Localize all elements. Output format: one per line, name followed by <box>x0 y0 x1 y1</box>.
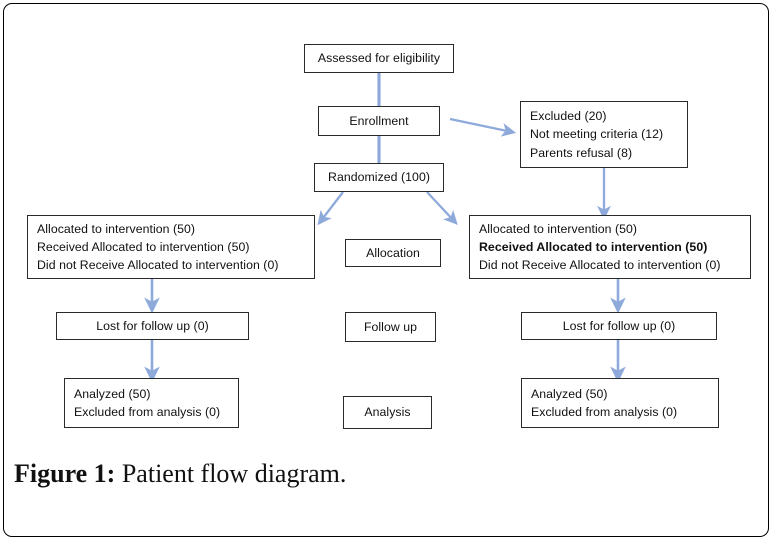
stage-label-followup: Follow up <box>345 312 436 342</box>
node-allocation-left: Allocated to intervention (50) Received … <box>27 215 315 279</box>
analysis-right-line-2: Excluded from analysis (0) <box>531 405 678 419</box>
node-excluded-line-2: Not meeting criteria (12) <box>530 127 664 142</box>
stage-analysis-label: Analysis <box>364 405 411 420</box>
page-border <box>3 3 769 537</box>
node-randomized-label: Randomized (100) <box>328 170 430 185</box>
allocation-right-line-2: Received Allocated to intervention (50) <box>479 239 708 254</box>
allocation-right-line-3: Did not Receive Allocated to interventio… <box>479 258 721 273</box>
followup-left-label: Lost for follow up (0) <box>96 318 209 333</box>
node-excluded-line-1: Excluded (20) <box>530 109 607 124</box>
node-randomized: Randomized (100) <box>314 163 444 192</box>
stage-followup-label: Follow up <box>363 319 418 334</box>
analysis-left-line-2: Excluded from analysis (0) <box>74 405 221 419</box>
stage-allocation-label: Allocation <box>366 245 420 260</box>
node-assessed-for-eligibility: Assessed for eligibility <box>304 44 454 73</box>
allocation-left-line-3: Did not Receive Allocated to interventio… <box>37 258 279 273</box>
node-excluded: Excluded (20) Not meeting criteria (12) … <box>520 101 688 168</box>
node-enrollment: Enrollment <box>318 106 440 136</box>
analysis-left-line-1: Analyzed (50) <box>74 386 151 401</box>
node-excluded-line-3: Parents refusal (8) <box>530 145 633 160</box>
connector-enrollment-to-excluded <box>449 117 517 137</box>
allocation-left-line-2: Received Allocated to intervention (50) <box>37 239 250 254</box>
allocation-right-line-1: Allocated to intervention (50) <box>479 221 638 236</box>
node-followup-right: Lost for follow up (0) <box>521 312 717 340</box>
analysis-right-line-1: Analyzed (50) <box>531 386 608 401</box>
node-enrollment-label: Enrollment <box>349 113 409 128</box>
node-followup-left: Lost for follow up (0) <box>56 312 249 340</box>
allocation-left-line-1: Allocated to intervention (50) <box>37 221 196 236</box>
figure-caption-label: Figure 1: <box>14 459 116 488</box>
node-analysis-right: Analyzed (50) Excluded from analysis (0) <box>521 378 719 428</box>
stage-label-allocation: Allocation <box>345 239 441 267</box>
stage-label-analysis: Analysis <box>343 396 432 429</box>
figure-caption: Figure 1: Patient flow diagram. <box>14 459 346 489</box>
connector-randomized-to-allocation-right <box>426 191 458 226</box>
node-analysis-left: Analyzed (50) Excluded from analysis (0) <box>64 378 239 428</box>
followup-right-label: Lost for follow up (0) <box>562 318 676 333</box>
node-allocation-right: Allocated to intervention (50) Received … <box>469 215 751 279</box>
node-assessed-label: Assessed for eligibility <box>317 51 441 66</box>
connector-randomized-to-allocation-left <box>317 191 344 226</box>
figure-caption-text: Patient flow diagram. <box>115 459 347 488</box>
